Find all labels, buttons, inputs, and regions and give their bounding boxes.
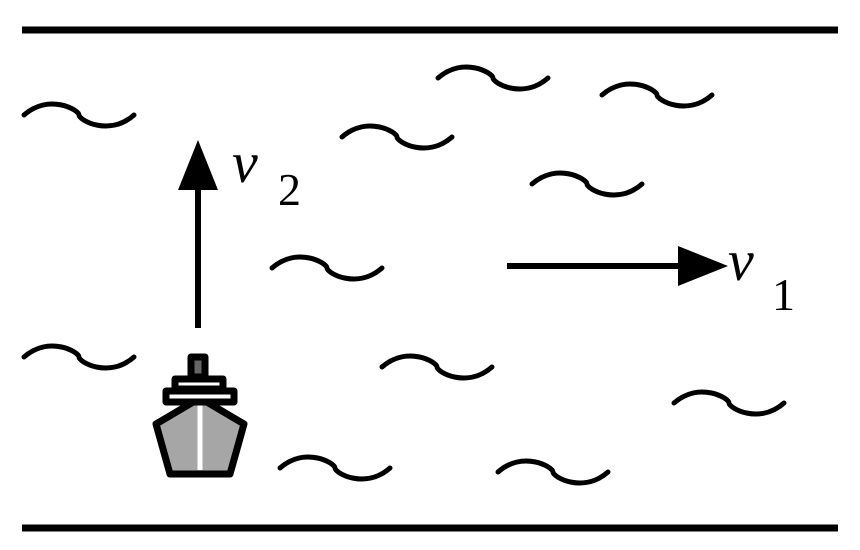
wave-icon <box>435 64 551 92</box>
ship-icon <box>152 353 248 478</box>
wave-icon <box>21 343 137 371</box>
arrow-right-icon <box>507 246 728 286</box>
wave-icon <box>21 101 137 129</box>
v2-label: v <box>232 130 258 195</box>
wave-icon <box>269 254 385 282</box>
wave-icon <box>529 170 645 198</box>
wave-icon <box>599 81 715 109</box>
wave-icon <box>671 389 787 417</box>
wave-icon <box>339 123 455 151</box>
arrow-up-icon <box>178 140 218 328</box>
v1-label: v <box>728 228 754 293</box>
wave-icon <box>277 454 393 482</box>
v2-subscript: 2 <box>278 164 301 215</box>
v1-subscript: 1 <box>772 269 795 320</box>
waves <box>21 64 787 486</box>
wave-icon <box>495 458 611 486</box>
wave-icon <box>379 353 495 381</box>
